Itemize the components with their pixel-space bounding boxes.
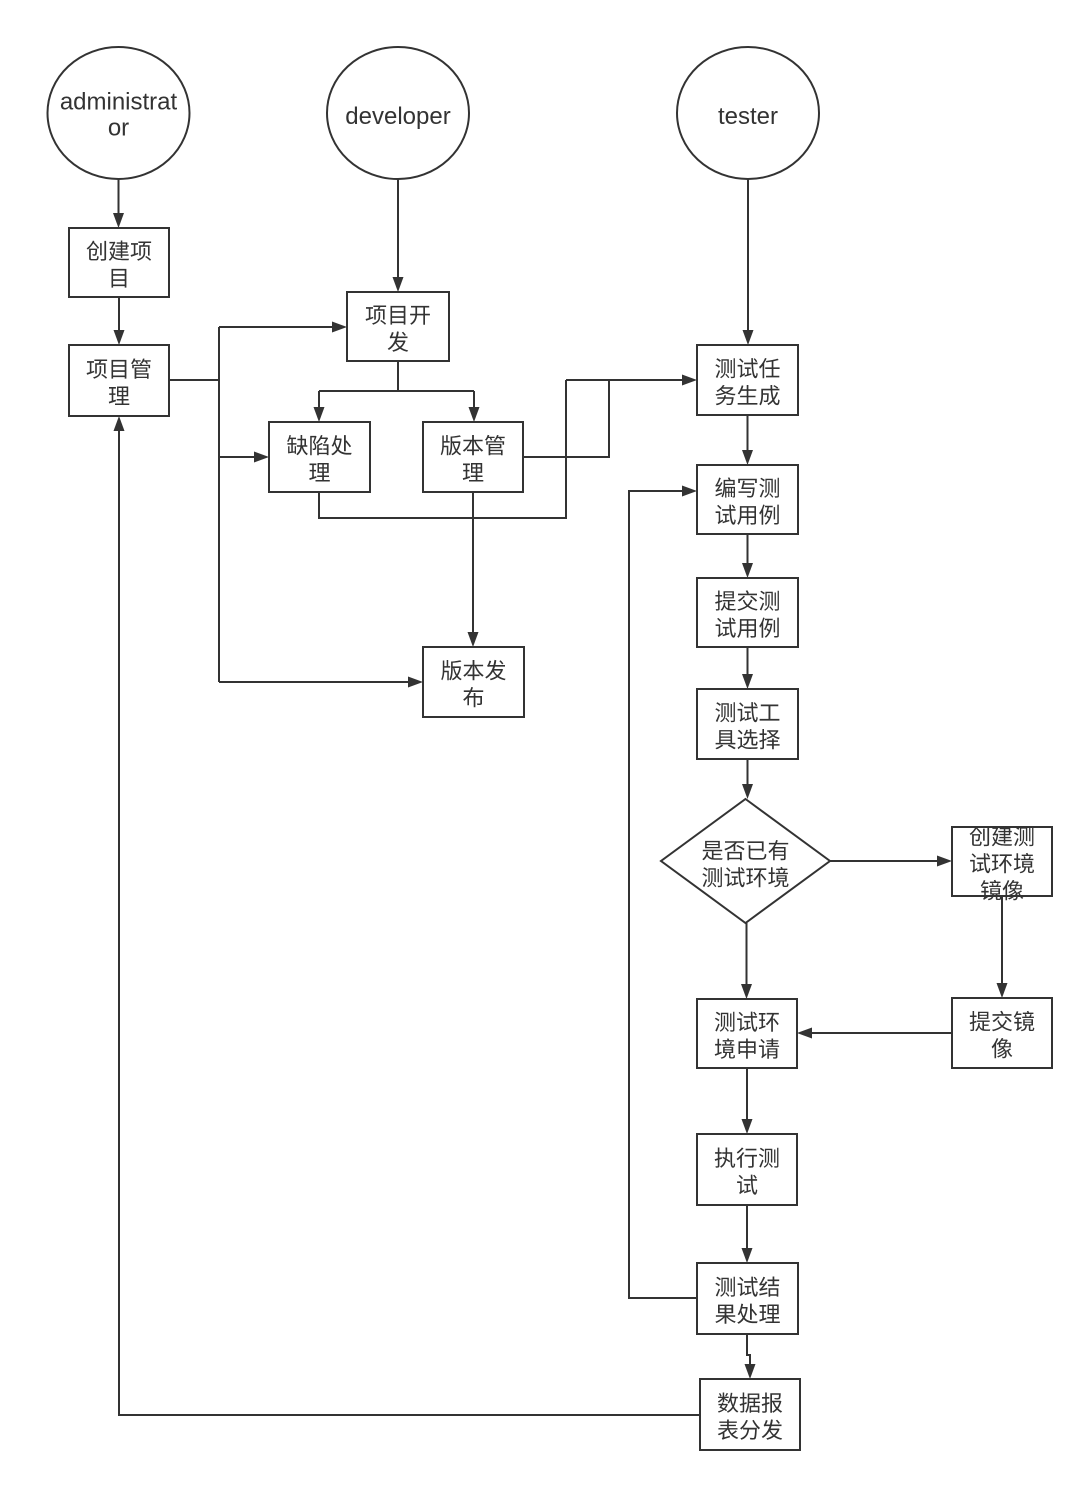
- svg-text:developer: developer: [345, 103, 450, 130]
- svg-text:or: or: [108, 115, 129, 142]
- svg-text:administrat: administrat: [60, 89, 178, 116]
- svg-text:tester: tester: [718, 103, 778, 130]
